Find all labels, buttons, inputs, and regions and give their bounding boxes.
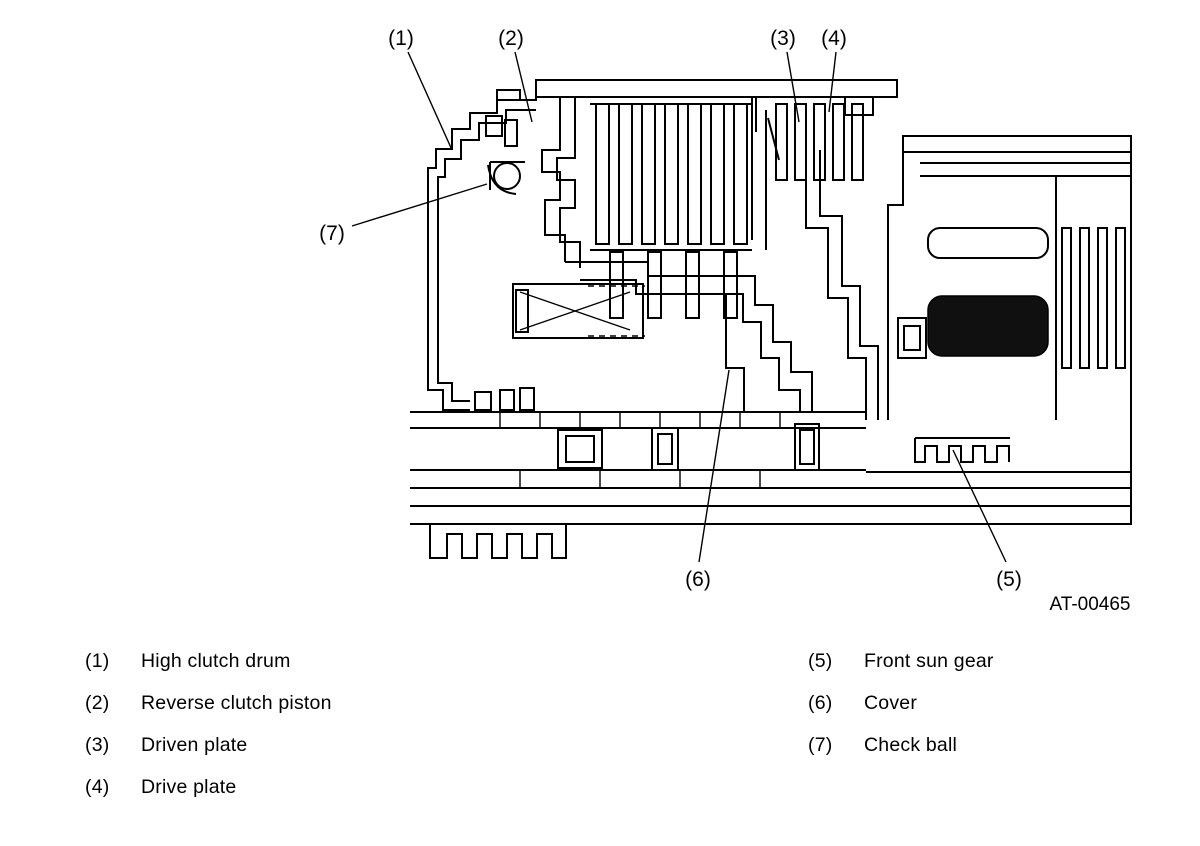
- right-assembly: [866, 135, 1132, 525]
- legend-item-6: (6) Cover: [808, 692, 994, 734]
- legend-label: Drive plate: [141, 776, 237, 798]
- legend-num: (6): [808, 692, 833, 714]
- legend-label: Cover: [864, 692, 918, 714]
- legend-label: Check ball: [864, 734, 958, 756]
- transmission-cross-section-diagram: (1) (2) (3) (4) (7) (6) (5) AT-00465: [319, 27, 1132, 615]
- callout-3: (3): [770, 27, 796, 50]
- leader-lines: [351, 51, 1007, 563]
- cross-section-drawing: [410, 79, 1132, 559]
- callout-6: (6): [685, 568, 711, 591]
- legend-right-column: (5) Front sun gear (6) Cover (7) Check b…: [808, 650, 994, 776]
- legend-item-2: (2) Reverse clutch piston: [85, 692, 332, 734]
- legend-num: (5): [808, 650, 833, 672]
- reverse-clutch-piston-outline: [541, 97, 581, 268]
- legend-num: (3): [85, 734, 110, 756]
- leader-2: [514, 51, 533, 123]
- legend-label: Driven plate: [141, 734, 248, 756]
- legend-num: (1): [85, 650, 110, 672]
- clutch-plate-pack-main: [590, 96, 767, 319]
- figure-area: (1) (2) (3) (4) (7) (6) (5) AT-00465: [319, 27, 1132, 615]
- legend-num: (4): [85, 776, 110, 798]
- callout-4: (4): [821, 27, 847, 50]
- legend-item-3: (3) Driven plate: [85, 734, 332, 776]
- callout-labels: (1) (2) (3) (4) (7) (6) (5) AT-00465: [319, 27, 1130, 615]
- clutch-plate-pack-right: [767, 103, 864, 181]
- shaft-rails: [410, 411, 1131, 525]
- legend-num: (7): [808, 734, 833, 756]
- leader-3: [786, 51, 800, 123]
- legend-item-4: (4) Drive plate: [85, 776, 332, 818]
- check-ball: [487, 161, 525, 195]
- legend-item-5: (5) Front sun gear: [808, 650, 994, 692]
- legend-item-1: (1) High clutch drum: [85, 650, 332, 692]
- legend-label: Reverse clutch piston: [141, 692, 332, 714]
- legend-num: (2): [85, 692, 110, 714]
- leader-7: [351, 183, 488, 227]
- top-rail: [535, 79, 898, 132]
- mid-right-walls: [805, 150, 879, 420]
- leader-4: [828, 51, 837, 113]
- callout-7: (7): [319, 222, 345, 245]
- leader-1: [407, 51, 453, 151]
- shaft-bearings: [557, 423, 820, 471]
- leader-5: [952, 449, 1007, 563]
- cover-outline: [565, 261, 813, 412]
- legend-label: High clutch drum: [141, 650, 291, 672]
- legend-label: Front sun gear: [864, 650, 994, 672]
- callout-1: (1): [388, 27, 414, 50]
- callout-2: (2): [498, 27, 524, 50]
- leader-6: [698, 369, 730, 563]
- legend-item-7: (7) Check ball: [808, 734, 994, 776]
- figure-code: AT-00465: [1050, 594, 1131, 615]
- front-sun-gear: [914, 437, 1010, 463]
- legend-left-column: (1) High clutch drum (2) Reverse clutch …: [85, 650, 332, 818]
- bottom-flange: [429, 524, 567, 559]
- callout-5: (5): [996, 568, 1022, 591]
- return-spring: [512, 283, 645, 339]
